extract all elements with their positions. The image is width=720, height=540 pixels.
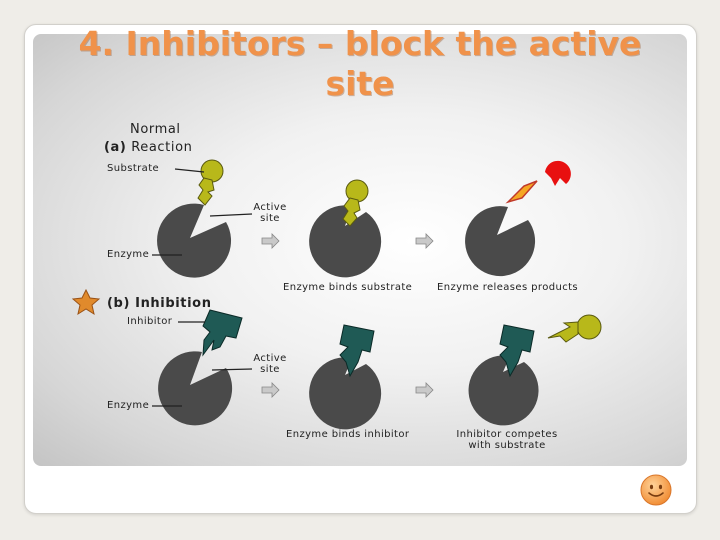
page-title: 4. Inhibitors – block the active site [0, 24, 720, 104]
arrow-right-icon [261, 382, 280, 398]
substrate-shape [547, 314, 602, 343]
substrate-leader-line [174, 168, 205, 173]
active-site-leader-line [209, 213, 253, 217]
reaction-heading-prefix: (a) [104, 140, 127, 155]
inhibitor-shape [202, 309, 243, 357]
caption-inhibitor-competes: Inhibitor competes with substrate [448, 429, 566, 451]
active-site-label-line-2: site [260, 213, 280, 224]
caption-inhibitor-competes-line-2: with substrate [468, 440, 546, 451]
substrate-label: Substrate [107, 163, 160, 174]
page-title-line-2: site [325, 64, 395, 103]
active-site-label-line-1: Active [253, 202, 287, 213]
caption-inhibitor-competes-line-1: Inhibitor competes [456, 429, 558, 440]
caption-enzyme-releases-products: Enzyme releases products [437, 282, 579, 293]
substrate-shape [197, 159, 224, 206]
enzyme-label: Enzyme [107, 400, 150, 411]
caption-enzyme-binds-inhibitor: Enzyme binds inhibitor [286, 429, 410, 440]
arrow-right-icon [415, 233, 434, 249]
arrow-right-icon [261, 233, 280, 249]
caption-enzyme-binds-substrate: Enzyme binds substrate [283, 282, 413, 293]
inhibition-heading-word: Inhibition [135, 296, 212, 311]
product-red-shape [545, 160, 571, 186]
enzyme-shape [157, 203, 232, 278]
inhibition-heading-prefix: (b) [107, 296, 130, 311]
active-site-label-line-2: site [260, 364, 280, 375]
enzyme-shape [309, 357, 382, 430]
enzyme-shape [468, 355, 539, 426]
substrate-shape [342, 179, 369, 227]
inhibition-heading: (b) Inhibition [107, 296, 212, 311]
active-site-label: Active site [244, 202, 296, 224]
reaction-heading: (a) Reaction [104, 140, 192, 155]
active-site-label-line-1: Active [253, 353, 287, 364]
enzyme-label: Enzyme [107, 249, 150, 260]
inhibitor-label: Inhibitor [127, 316, 173, 327]
enzyme-shape [309, 205, 382, 278]
enzyme-shape [465, 206, 536, 277]
inhibitor-shape [499, 324, 535, 378]
star-icon [71, 288, 101, 316]
page-title-line-1: 4. Inhibitors – block the active [78, 24, 642, 63]
smiley-face-icon [640, 474, 672, 506]
arrow-right-icon [415, 382, 434, 398]
normal-heading: Normal [130, 122, 181, 137]
product-orange-shape [505, 180, 538, 204]
inhibitor-shape [339, 324, 375, 378]
reaction-heading-word: Reaction [131, 140, 193, 155]
active-site-label: Active site [244, 353, 296, 375]
enzyme-shape [158, 351, 233, 426]
active-site-leader-line [211, 368, 253, 371]
